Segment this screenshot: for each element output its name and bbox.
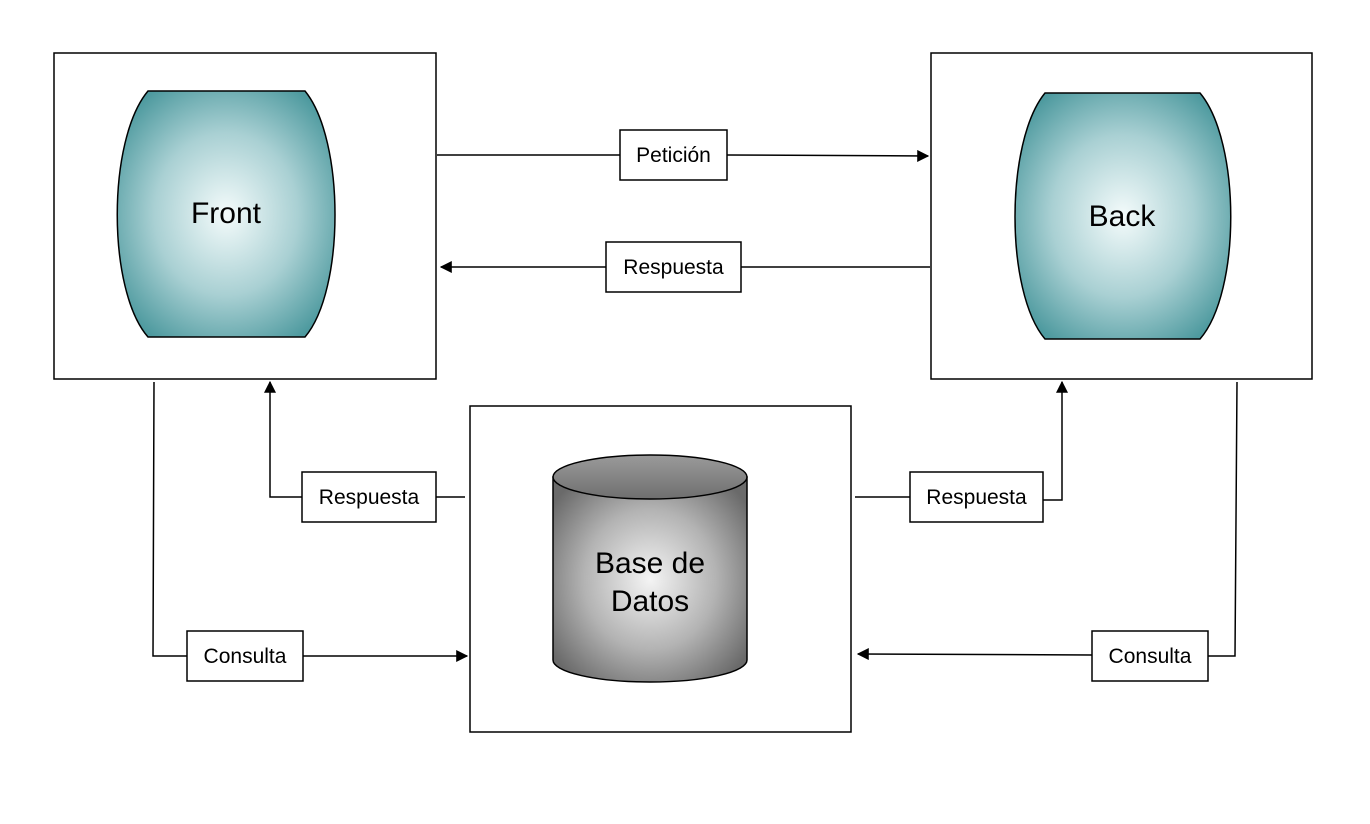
edge-db-to-front: Respuesta: [264, 380, 465, 523]
edge-label-box: [909, 471, 1044, 523]
front-shape: [116, 90, 336, 338]
back-container: Back: [930, 52, 1313, 380]
edge-front-to-back: Petición: [437, 129, 930, 181]
edge-label-peticion: Petición: [636, 144, 711, 167]
edge-label-box: [605, 241, 742, 293]
edge-label-box: [301, 471, 437, 523]
edge-label-box: [619, 129, 728, 181]
edge-label-consulta-left: Consulta: [204, 645, 287, 668]
database-cylinder: [552, 454, 748, 683]
front-label: Front: [191, 197, 262, 230]
edge-label-box: [186, 630, 304, 682]
edge-db-to-back: Respuesta: [855, 380, 1068, 523]
edge-label-consulta-right: Consulta: [1109, 645, 1192, 668]
back-shape: [1014, 92, 1232, 340]
database-label-line1: Base de: [595, 547, 705, 580]
database-label-line2: Datos: [611, 585, 689, 618]
edge-front-to-db: Consulta: [152, 381, 469, 682]
edge-label-respuesta-top: Respuesta: [623, 256, 724, 279]
front-container: Front: [53, 52, 437, 380]
database-container: Base de Datos: [469, 405, 852, 733]
edge-back-to-front: Respuesta: [439, 241, 930, 293]
edge-label-box: [1091, 630, 1209, 682]
back-label: Back: [1089, 200, 1157, 233]
edge-label-respuesta-left: Respuesta: [319, 486, 420, 509]
edge-back-to-db: Consulta: [856, 381, 1238, 682]
edge-label-respuesta-right: Respuesta: [926, 486, 1027, 509]
